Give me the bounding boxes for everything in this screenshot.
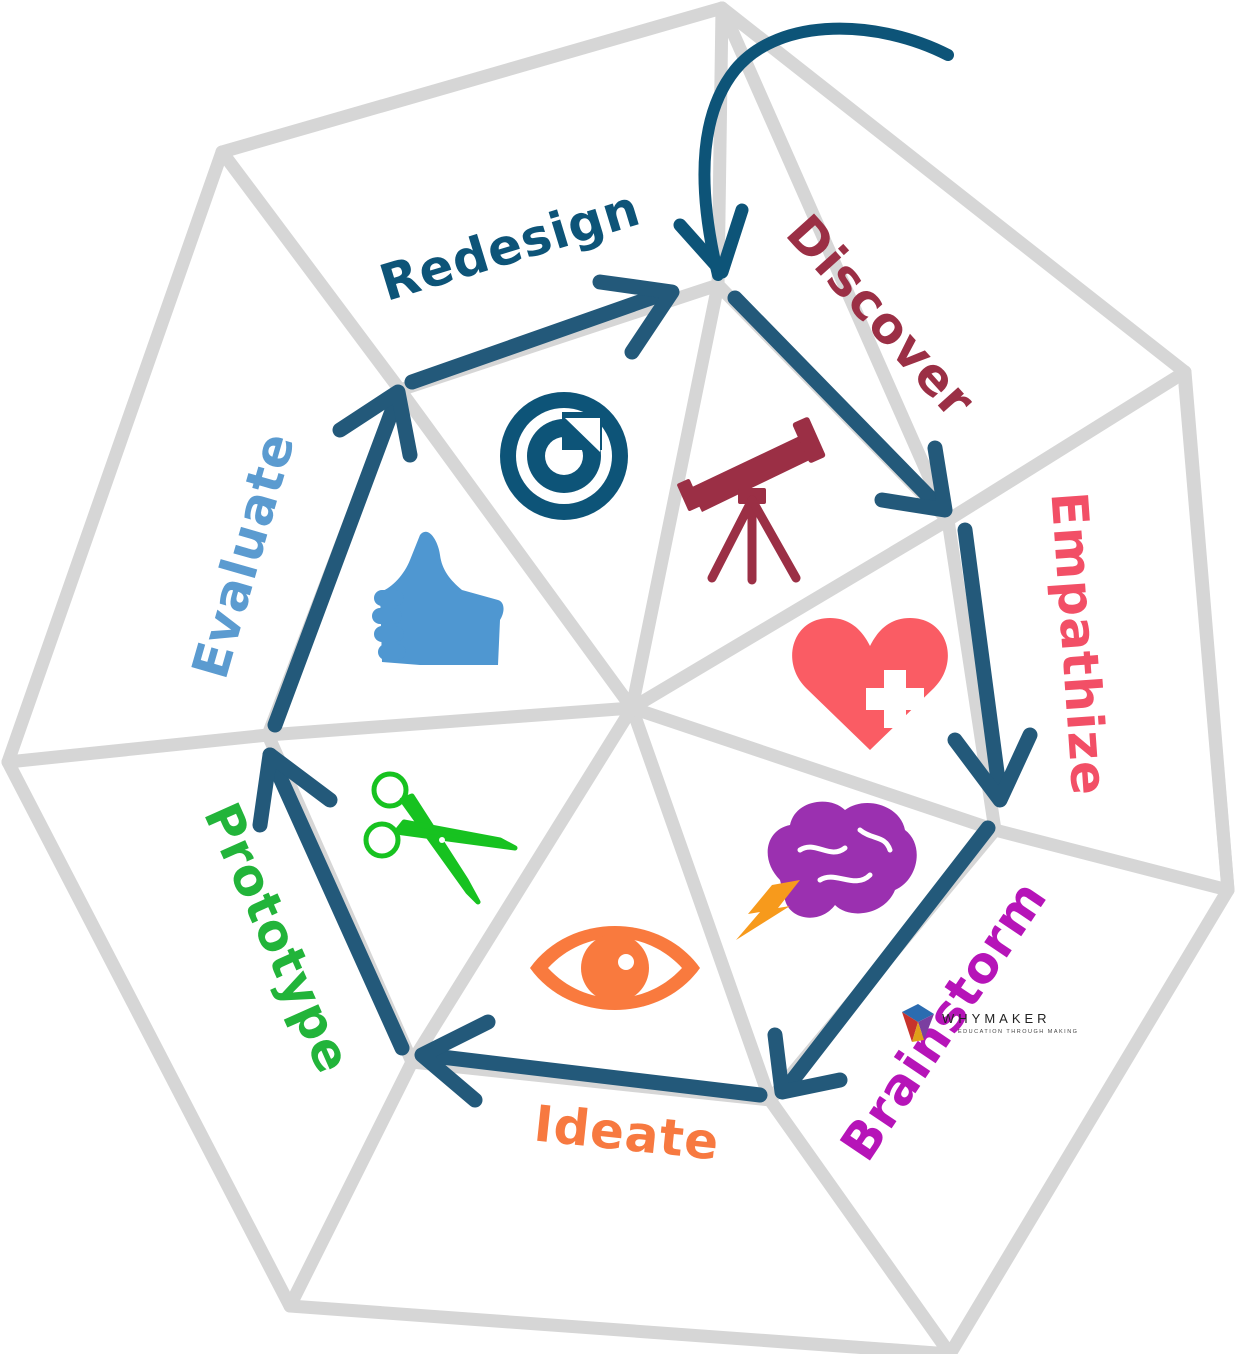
brain-lightning-icon xyxy=(736,801,917,940)
label-evaluate: Evaluate xyxy=(181,426,306,685)
label-empathize: Empathize xyxy=(1039,490,1118,798)
label-discover: Discover xyxy=(775,204,986,430)
entry-arrow xyxy=(673,22,954,281)
scissors-icon xyxy=(363,771,518,905)
heart-plus-icon xyxy=(792,618,948,750)
label-redesign: Redesign xyxy=(373,179,647,313)
cycle-arrows xyxy=(252,274,1038,1108)
label-ideate: Ideate xyxy=(531,1095,722,1172)
thumbs-up-icon xyxy=(372,531,504,665)
telescope-icon xyxy=(677,417,826,585)
whymaker-logo: WHYMAKER EDUCATION THROUGH MAKING xyxy=(902,1004,1078,1042)
eye-icon xyxy=(530,926,700,1010)
refresh-icon xyxy=(500,392,628,520)
logo-tagline: EDUCATION THROUGH MAKING xyxy=(958,1029,1078,1035)
label-prototype: Prototype xyxy=(192,794,363,1082)
logo-name: WHYMAKER xyxy=(942,1011,1051,1026)
